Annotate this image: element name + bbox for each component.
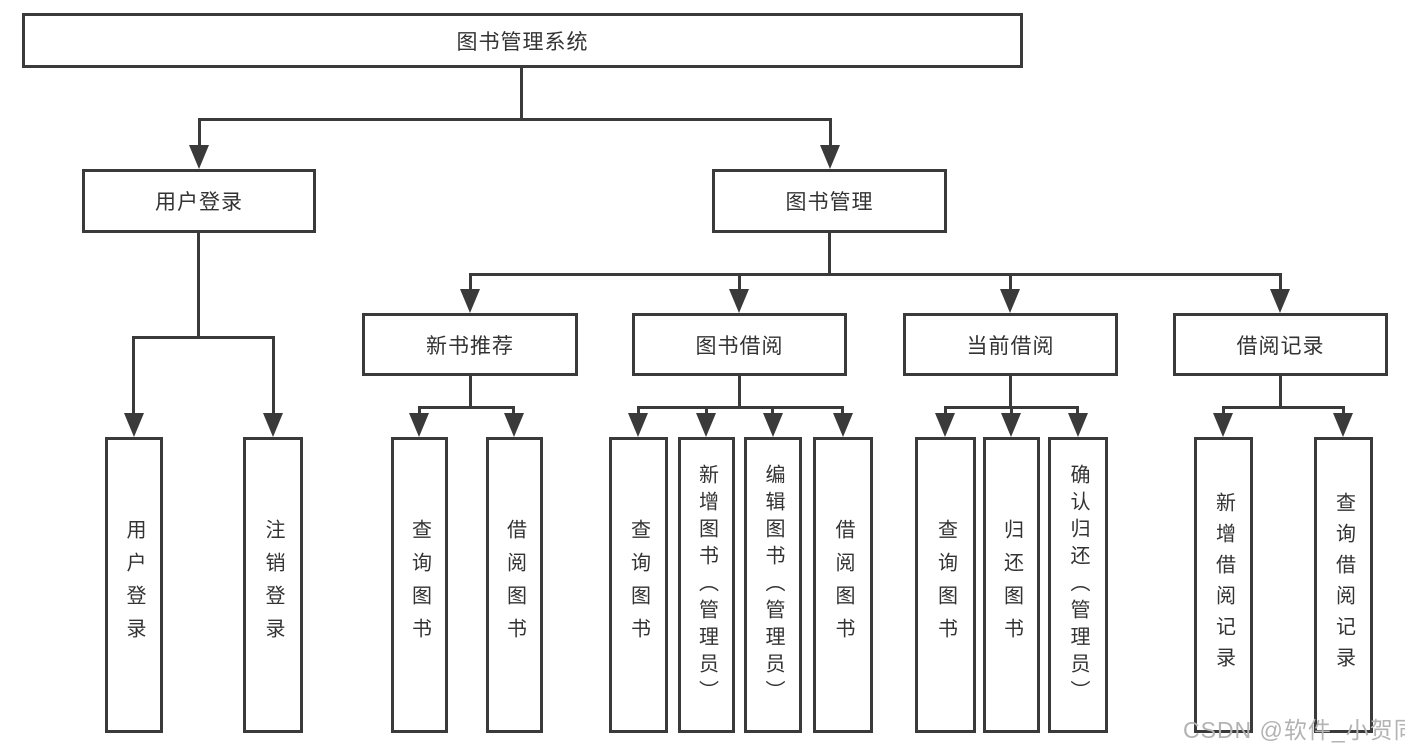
connector-line — [132, 336, 275, 339]
node-current-borrowing: 当前借阅 — [903, 313, 1118, 376]
leaf-query-books-borrowing: 查询图书 — [609, 437, 668, 733]
connector-line — [469, 273, 1282, 276]
watermark: CSDN @软件_小贺同学 — [1183, 717, 1405, 743]
leaf-edit-books-admin-label: 编辑图书（管理员） — [762, 463, 784, 707]
node-book-borrowing-label: 图书借阅 — [695, 334, 784, 358]
connector-line — [469, 376, 472, 408]
leaf-query-books-current-label: 查询图书 — [934, 519, 957, 651]
leaf-borrow-books-recommend: 借阅图书 — [486, 437, 543, 733]
arrow-down-icon — [1000, 289, 1020, 313]
leaf-return-books: 归还图书 — [983, 437, 1040, 733]
connector-line — [828, 233, 831, 275]
node-new-book-recommend: 新书推荐 — [362, 313, 578, 376]
connector-line — [705, 406, 708, 416]
node-borrowing-records-label: 借阅记录 — [1236, 334, 1325, 358]
node-current-borrowing-label: 当前借阅 — [966, 334, 1055, 358]
connector-line — [512, 406, 515, 416]
connector-line — [1342, 406, 1345, 416]
leaf-add-borrow-record: 新增借阅记录 — [1194, 437, 1253, 733]
connector-line — [637, 406, 843, 409]
leaf-borrow-books-borrowing: 借阅图书 — [813, 437, 873, 733]
leaf-logout-label: 注销登录 — [262, 519, 284, 651]
connector-line — [272, 336, 275, 415]
connector-line — [738, 273, 741, 291]
node-user-login-label: 用户登录 — [155, 191, 243, 214]
connector-line — [198, 118, 201, 147]
connector-line — [418, 406, 515, 409]
node-new-book-recommend-label: 新书推荐 — [426, 334, 514, 358]
arrow-down-icon — [189, 145, 209, 169]
node-user-login: 用户登录 — [82, 169, 316, 233]
leaf-add-borrow-record-label: 新增借阅记录 — [1212, 492, 1235, 678]
arrow-down-icon — [935, 413, 955, 437]
node-book-management-label: 图书管理 — [785, 191, 874, 214]
arrow-down-icon — [409, 413, 429, 437]
arrow-down-icon — [1213, 413, 1233, 437]
connector-line — [738, 376, 741, 408]
connector-line — [1222, 406, 1344, 409]
arrow-down-icon — [124, 413, 144, 437]
connector-line — [841, 406, 844, 416]
leaf-add-books-admin-label: 新增图书（管理员） — [695, 463, 718, 707]
leaf-query-books-current: 查询图书 — [915, 437, 976, 733]
leaf-query-books-recommend: 查询图书 — [391, 437, 448, 733]
leaf-query-books-recommend-label: 查询图书 — [408, 519, 431, 651]
leaf-borrow-books-borrowing-label: 借阅图书 — [832, 519, 854, 651]
connector-line — [132, 336, 135, 415]
leaf-add-books-admin: 新增图书（管理员） — [678, 437, 735, 733]
leaf-borrow-books-recommend-label: 借阅图书 — [503, 519, 526, 651]
arrow-down-icon — [729, 289, 749, 313]
leaf-query-books-borrowing-label: 查询图书 — [627, 519, 650, 651]
connector-line — [1279, 376, 1282, 408]
leaf-edit-books-admin: 编辑图书（管理员） — [744, 437, 802, 733]
connector-line — [1009, 273, 1012, 291]
arrow-down-icon — [628, 413, 648, 437]
arrow-down-icon — [833, 413, 853, 437]
leaf-confirm-return-admin-label: 确认归还（管理员） — [1067, 463, 1089, 707]
arrow-down-icon — [763, 413, 783, 437]
connector-line — [1279, 273, 1282, 291]
leaf-logout: 注销登录 — [243, 437, 303, 733]
node-library-management-system-label: 图书管理系统 — [456, 30, 589, 54]
connector-line — [198, 118, 832, 121]
connector-line — [418, 406, 421, 416]
leaf-confirm-return-admin: 确认归还（管理员） — [1048, 437, 1108, 733]
node-book-management: 图书管理 — [712, 169, 947, 233]
node-borrowing-records: 借阅记录 — [1173, 313, 1388, 376]
leaf-user-login: 用户登录 — [105, 437, 163, 733]
connector-line — [829, 118, 832, 147]
connector-line — [1009, 376, 1012, 408]
connector-line — [944, 406, 947, 416]
connector-line — [1222, 406, 1225, 416]
connector-line — [520, 68, 523, 120]
leaf-user-login-label: 用户登录 — [123, 519, 145, 651]
arrow-down-icon — [504, 413, 524, 437]
leaf-query-borrow-record-label: 查询借阅记录 — [1332, 492, 1355, 678]
leaf-query-borrow-record: 查询借阅记录 — [1314, 437, 1373, 733]
arrow-down-icon — [820, 145, 840, 169]
arrow-down-icon — [460, 289, 480, 313]
arrow-down-icon — [1001, 413, 1021, 437]
connector-line — [469, 273, 472, 291]
connector-line — [637, 406, 640, 416]
node-library-management-system: 图书管理系统 — [22, 13, 1023, 68]
leaf-return-books-label: 归还图书 — [1000, 519, 1023, 651]
arrow-down-icon — [696, 413, 716, 437]
arrow-down-icon — [1068, 413, 1088, 437]
arrow-down-icon — [1333, 413, 1353, 437]
connector-line — [1076, 406, 1079, 416]
connector-line — [1010, 406, 1013, 416]
arrow-down-icon — [263, 413, 283, 437]
connector-line — [197, 233, 200, 338]
node-book-borrowing: 图书借阅 — [632, 313, 847, 376]
connector-line — [771, 406, 774, 416]
arrow-down-icon — [1270, 289, 1290, 313]
